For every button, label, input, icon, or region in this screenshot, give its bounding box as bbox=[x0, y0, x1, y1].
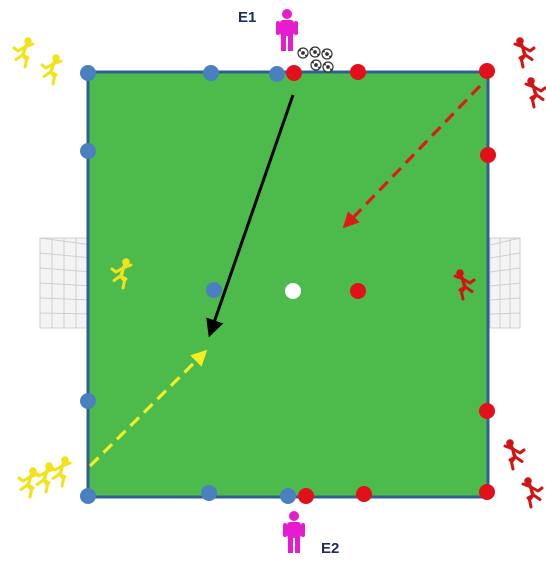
red-cone bbox=[350, 64, 366, 80]
red-player-icon bbox=[513, 36, 536, 69]
blue-cone bbox=[80, 393, 96, 409]
coach-e2-label: E2 bbox=[321, 540, 339, 557]
red-cone bbox=[350, 283, 366, 299]
left-goal-icon bbox=[39, 237, 93, 329]
blue-cone bbox=[201, 485, 217, 501]
red-cone bbox=[286, 65, 302, 81]
red-cone bbox=[479, 403, 495, 419]
field bbox=[86, 70, 490, 499]
red-cone bbox=[479, 484, 495, 500]
red-cone bbox=[298, 488, 314, 504]
red-player-icon bbox=[524, 76, 546, 109]
red-player-icon bbox=[503, 438, 526, 471]
blue-cone bbox=[269, 66, 285, 82]
yellow-player-icon bbox=[49, 455, 72, 488]
yellow-player-icon bbox=[40, 53, 63, 86]
blue-cone bbox=[80, 488, 96, 504]
red-cone bbox=[479, 63, 495, 79]
blue-cone bbox=[280, 488, 296, 504]
blue-cone bbox=[80, 143, 96, 159]
soccer-ball-icon bbox=[297, 46, 334, 73]
red-cones bbox=[286, 63, 496, 504]
coach-e2-icon bbox=[283, 511, 305, 553]
coach-e1-icon bbox=[276, 9, 298, 51]
coach-e1-label: E1 bbox=[238, 9, 256, 26]
red-player-icon bbox=[521, 476, 544, 509]
run-arrow-red bbox=[342, 84, 482, 229]
red-cone bbox=[356, 486, 372, 502]
pass-arrow-black bbox=[206, 94, 295, 338]
run-arrow-yellow bbox=[88, 349, 208, 468]
red-cone bbox=[480, 147, 496, 163]
center-marker bbox=[285, 283, 301, 299]
yellow-player-icon bbox=[12, 36, 35, 69]
right-goal-icon bbox=[489, 237, 521, 329]
blue-cone bbox=[80, 65, 96, 81]
blue-cone bbox=[203, 65, 219, 81]
blue-cones bbox=[80, 65, 296, 504]
blue-cone bbox=[206, 282, 222, 298]
